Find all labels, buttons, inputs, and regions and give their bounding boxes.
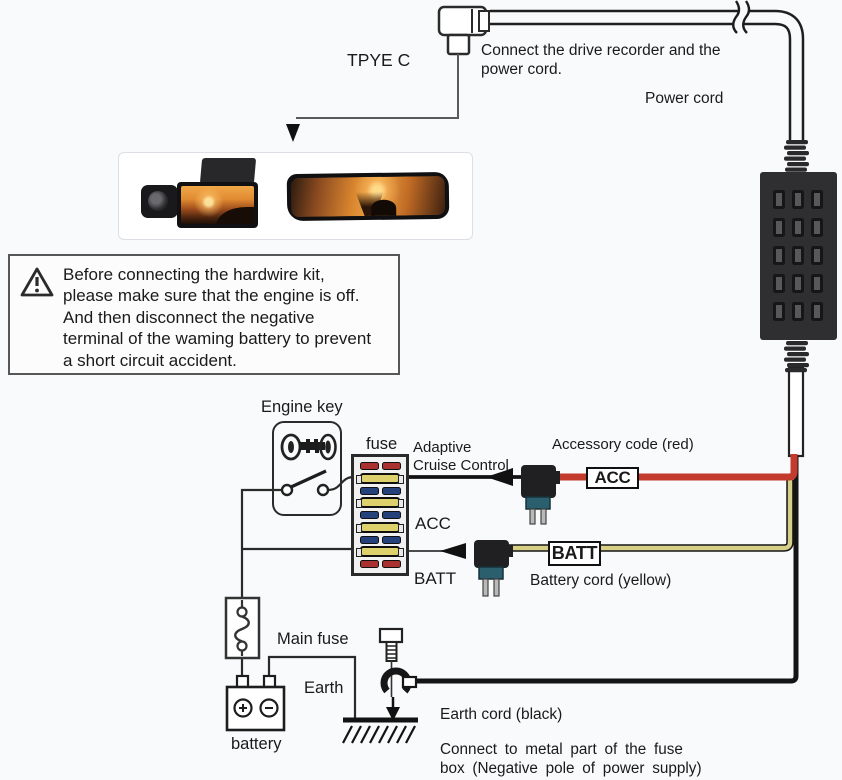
- module-slot: [811, 302, 823, 321]
- warning-icon: [20, 267, 54, 297]
- acc-arrow: [409, 468, 521, 486]
- fuse-red: [359, 462, 379, 470]
- fuse-blue: [381, 486, 401, 495]
- dashcam-mount: [199, 158, 257, 184]
- strain-relief-coil-bottom: [784, 341, 809, 373]
- dashcam-image: [177, 182, 258, 228]
- module-slot: [773, 218, 785, 237]
- fuse-blue: [381, 511, 401, 519]
- fuse-row: [356, 546, 404, 558]
- connect-metal-note: Connect to metal part of the fuse box (N…: [440, 741, 702, 777]
- battery-wire: [508, 480, 794, 552]
- ground-arrow-icon: [386, 697, 400, 721]
- key-icon: [280, 433, 325, 461]
- fuse-row: [358, 535, 402, 544]
- fuse-blue: [381, 535, 401, 544]
- fuse-row: [358, 560, 402, 568]
- dashcam-lens-icon: [141, 185, 178, 218]
- acc-label: ACC: [415, 514, 451, 533]
- fuse-red: [359, 560, 379, 568]
- product-image-box: [118, 152, 473, 240]
- acc-wire-tag: ACC: [586, 467, 639, 489]
- battery-label: battery: [231, 735, 282, 753]
- fuse-yellow: [356, 521, 404, 533]
- accessory-code-label: Accessory code (red): [552, 436, 694, 453]
- adaptive-cruise-label: Adaptive Cruise Control: [413, 439, 509, 474]
- accessory-wire: [556, 454, 798, 481]
- fuse-red: [381, 560, 401, 568]
- down-arrow-icon: [286, 124, 300, 142]
- module-slot: [792, 218, 804, 237]
- ground-icon: [342, 717, 418, 744]
- acc-fuse-tap-icon: [521, 465, 560, 525]
- cable-sheath: [787, 366, 805, 458]
- circuit-wires: [240, 475, 357, 718]
- module-slot: [773, 302, 785, 321]
- fuse-blue: [359, 511, 379, 519]
- batt-label: BATT: [414, 569, 457, 588]
- fuse-row: [356, 497, 404, 509]
- fuse-box: [351, 454, 409, 576]
- fuse-row: [358, 462, 402, 470]
- connect-note: Connect the drive recorder and the power…: [481, 42, 721, 78]
- mirror-dashcam-screen: [290, 175, 446, 218]
- type-c-connector-icon: [437, 5, 490, 56]
- fuse-row: [356, 521, 404, 533]
- earth-label: Earth: [304, 679, 344, 697]
- fuse-blue: [359, 486, 379, 495]
- module-slot: [792, 302, 804, 321]
- fuse-label: fuse: [366, 435, 398, 453]
- battery-icon: [225, 674, 286, 732]
- batt-fuse-tap-icon: [474, 540, 513, 597]
- module-slot: [792, 190, 804, 209]
- cable-break-icon: [732, 0, 741, 34]
- keyhole-icon: [319, 433, 337, 461]
- module-slot: [773, 246, 785, 265]
- module-slot: [773, 274, 785, 293]
- module-slot: [811, 218, 823, 237]
- battery-cord-label: Battery cord (yellow): [530, 572, 672, 589]
- engine-key-label: Engine key: [261, 398, 343, 416]
- batt-wire-tag: BATT: [548, 541, 601, 566]
- type-c-label: TPYE C: [347, 50, 411, 70]
- module-slot: [773, 190, 785, 209]
- fuse-yellow: [356, 472, 404, 484]
- fuse-row: [356, 472, 404, 484]
- type-c-leader-line: [286, 54, 459, 142]
- batt-arrow: [409, 543, 466, 559]
- module-slot: [811, 274, 823, 293]
- fuse-yellow: [356, 497, 404, 509]
- fuse-row: [358, 486, 402, 495]
- hardwire-kit-module: [760, 172, 837, 340]
- fuse-yellow: [356, 546, 404, 558]
- warning-text: Before connecting the hardwire kit, plea…: [63, 265, 372, 370]
- fuse-red: [381, 462, 401, 470]
- fuse-blue: [359, 535, 379, 544]
- warning-box: Before connecting the hardwire kit, plea…: [8, 254, 400, 375]
- main-fuse-label: Main fuse: [277, 630, 349, 648]
- strain-relief-coil-top: [784, 140, 809, 172]
- bolt-icon: [378, 627, 404, 697]
- mirror-dashcam-image: [286, 171, 450, 222]
- ring-terminal-icon: [380, 667, 418, 699]
- main-fuse-icon: [224, 596, 261, 660]
- module-slot: [792, 274, 804, 293]
- dashcam-screen: [181, 186, 254, 224]
- power-cord-label: Power cord: [645, 90, 724, 107]
- fuse-row: [358, 511, 402, 519]
- earth-cord-label: Earth cord (black): [440, 706, 563, 723]
- engine-key-box: [272, 421, 342, 516]
- module-slot: [811, 190, 823, 209]
- ignition-switch-icon: [280, 469, 330, 497]
- earth-wire: [417, 455, 799, 684]
- module-slot: [811, 246, 823, 265]
- module-slot: [792, 246, 804, 265]
- power-cord-cable: [490, 0, 805, 141]
